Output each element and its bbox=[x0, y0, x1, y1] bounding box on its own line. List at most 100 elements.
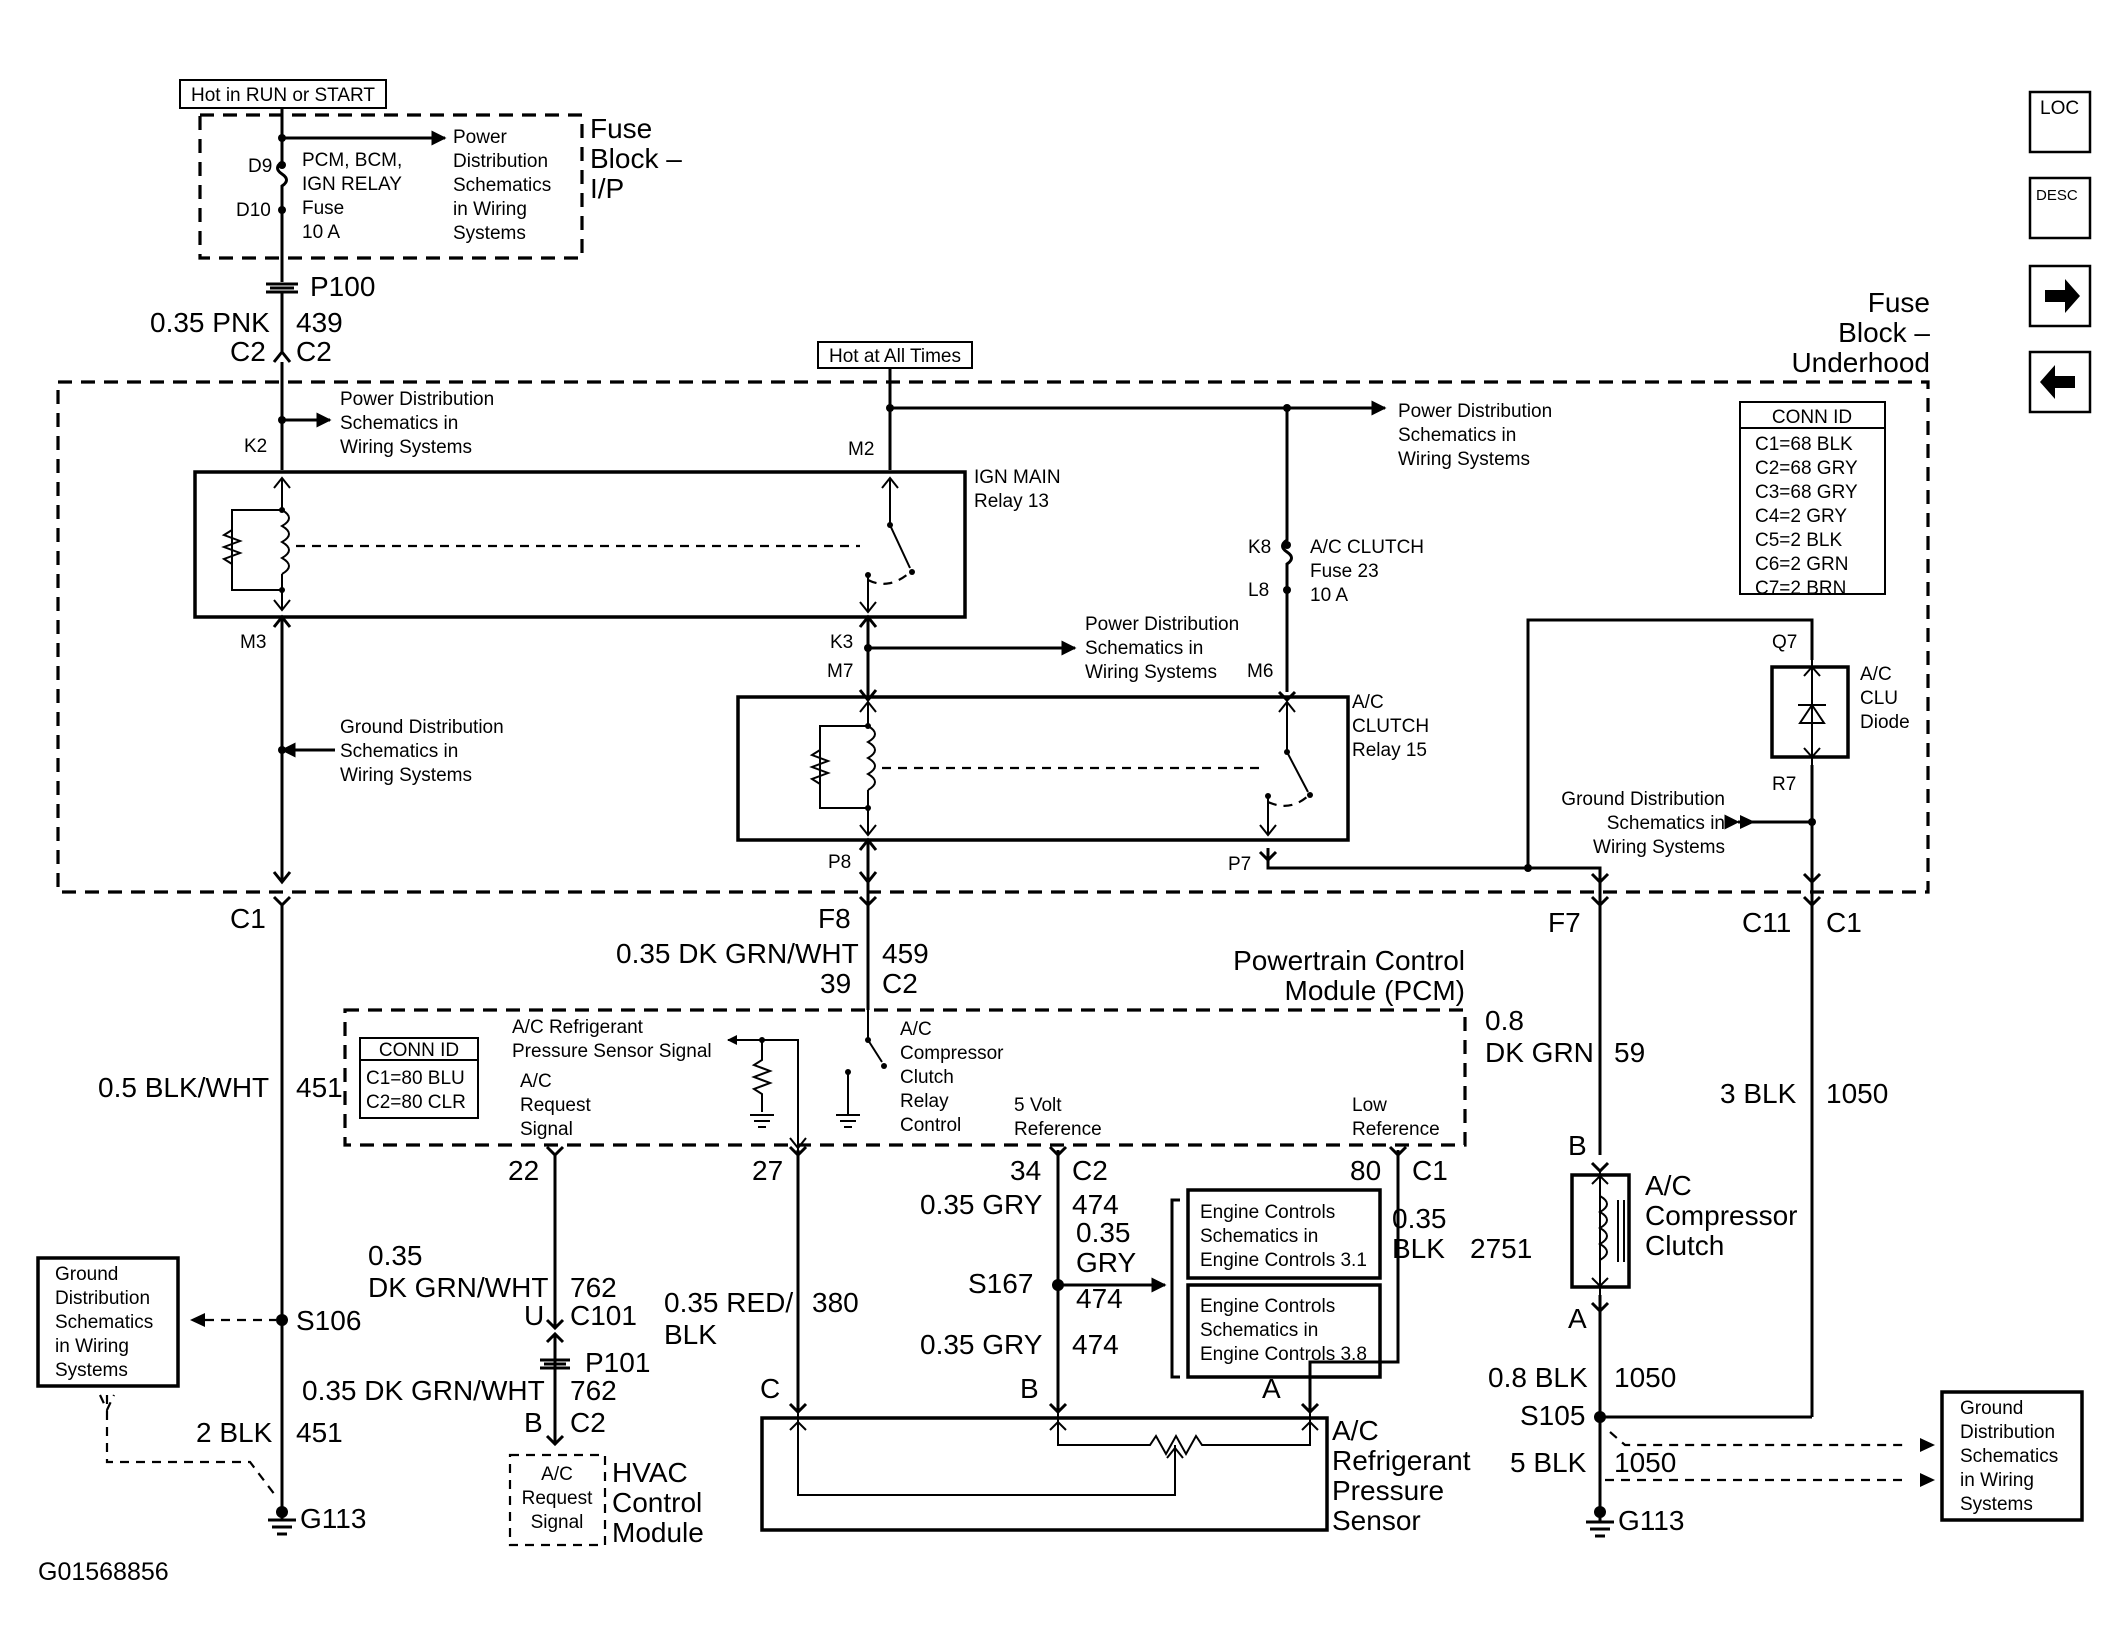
pd-ip-label: Power Distribution Schematics in Wiring … bbox=[453, 127, 551, 244]
svg-text:A/C Refrigerant: A/C Refrigerant bbox=[512, 1017, 644, 1038]
svg-text:Pressure: Pressure bbox=[1332, 1475, 1444, 1506]
pin-q7: Q7 bbox=[1772, 632, 1797, 653]
g113-right: G113 bbox=[1618, 1505, 1684, 1536]
pin-80: 80 bbox=[1350, 1155, 1381, 1186]
wire-1050c-color: 5 BLK bbox=[1510, 1447, 1587, 1478]
pin-m6: M6 bbox=[1247, 661, 1273, 682]
hvac-module-label: HVAC Control Module bbox=[612, 1457, 704, 1548]
svg-text:0.8: 0.8 bbox=[1485, 1005, 1524, 1036]
ign-main-relay bbox=[193, 470, 967, 619]
gd-right-box: Ground Distribution Schematics in Wiring… bbox=[1940, 1390, 2084, 1522]
svg-text:Wiring Systems: Wiring Systems bbox=[1593, 837, 1725, 858]
desc-button[interactable]: DESC bbox=[2028, 176, 2092, 240]
svg-text:0.35: 0.35 bbox=[1076, 1217, 1131, 1248]
svg-text:C3=68 GRY: C3=68 GRY bbox=[1755, 482, 1858, 503]
svg-text:C2=68 GRY: C2=68 GRY bbox=[1755, 458, 1858, 479]
svg-text:A/C: A/C bbox=[541, 1464, 573, 1485]
wire-380-circuit: 380 bbox=[812, 1287, 859, 1318]
svg-text:Reference: Reference bbox=[1014, 1119, 1102, 1140]
pd-k2-label: Power Distribution Schematics in Wiring … bbox=[340, 389, 494, 458]
sensor-label: A/C Refrigerant Pressure Sensor bbox=[1332, 1415, 1471, 1536]
pin-c1-pcm: C1 bbox=[1412, 1155, 1448, 1186]
pd-m2-label: Power Distribution Schematics in Wiring … bbox=[1398, 401, 1552, 470]
svg-text:in Wiring: in Wiring bbox=[1960, 1470, 2034, 1491]
svg-text:Clutch: Clutch bbox=[900, 1067, 954, 1088]
pin-m7: M7 bbox=[827, 661, 853, 682]
ign-relay-switch bbox=[859, 476, 915, 614]
svg-text:Distribution: Distribution bbox=[1960, 1422, 2055, 1443]
pin-l8: L8 bbox=[1248, 580, 1269, 601]
svg-text:Module: Module bbox=[612, 1517, 704, 1548]
svg-text:Wiring Systems: Wiring Systems bbox=[1085, 662, 1217, 683]
ign-main-relay-label: IGN MAIN Relay 13 bbox=[974, 467, 1061, 512]
prev-button[interactable] bbox=[2028, 350, 2092, 414]
wire-451-color: 0.5 BLK/WHT bbox=[98, 1072, 269, 1103]
svg-text:Module (PCM): Module (PCM) bbox=[1285, 975, 1465, 1006]
req-sig-label: A/C Request Signal bbox=[520, 1071, 591, 1140]
wire-1050c-circuit: 1050 bbox=[1614, 1447, 1676, 1478]
c101-label: C101 bbox=[570, 1300, 637, 1331]
svg-text:Relay 13: Relay 13 bbox=[974, 491, 1049, 512]
c2-right: C2 bbox=[296, 336, 332, 367]
svg-text:Wiring Systems: Wiring Systems bbox=[1398, 449, 1530, 470]
svg-text:Control: Control bbox=[900, 1115, 961, 1136]
svg-text:Request: Request bbox=[520, 1095, 591, 1116]
svg-text:Signal: Signal bbox=[520, 1119, 573, 1140]
svg-text:C5=2 BLK: C5=2 BLK bbox=[1755, 530, 1842, 551]
svg-text:C7=2 BRN: C7=2 BRN bbox=[1755, 578, 1846, 599]
pin-p7: P7 bbox=[1228, 854, 1251, 875]
svg-text:DK GRN/WHT: DK GRN/WHT bbox=[368, 1272, 548, 1303]
wire-1050b-circuit: 1050 bbox=[1614, 1362, 1676, 1393]
ec31-box: Engine Controls Schematics in Engine Con… bbox=[1186, 1188, 1382, 1280]
svg-text:Systems: Systems bbox=[55, 1360, 128, 1381]
svg-text:Schematics in: Schematics in bbox=[1200, 1320, 1318, 1341]
svg-text:A/C: A/C bbox=[1352, 692, 1384, 713]
conn-id-pcm: CONN ID C1=80 BLU C2=80 CLR bbox=[359, 1037, 479, 1119]
figure-id: G01568856 bbox=[38, 1558, 169, 1586]
svg-text:BLK: BLK bbox=[1392, 1233, 1445, 1264]
pin-f7: F7 bbox=[1548, 907, 1581, 938]
pin-k8: K8 bbox=[1248, 537, 1271, 558]
svg-text:0.35: 0.35 bbox=[1392, 1203, 1447, 1234]
wire-474c-color: 0.35 GRY bbox=[920, 1329, 1043, 1360]
wire-474b-color: 0.35 GRY bbox=[1076, 1217, 1136, 1278]
wire-474b-circuit: 474 bbox=[1076, 1283, 1123, 1314]
pin-u: U bbox=[524, 1300, 544, 1331]
svg-text:Engine Controls: Engine Controls bbox=[1200, 1296, 1335, 1317]
svg-text:A/C CLUTCH: A/C CLUTCH bbox=[1310, 537, 1424, 558]
connector-p100 bbox=[266, 282, 298, 294]
five-v-label: 5 Volt Reference bbox=[1014, 1095, 1102, 1140]
svg-text:Block –: Block – bbox=[590, 143, 682, 174]
svg-text:LOC: LOC bbox=[2040, 98, 2079, 119]
svg-text:Engine Controls: Engine Controls bbox=[1200, 1202, 1335, 1223]
svg-text:Fuse: Fuse bbox=[302, 198, 344, 219]
next-button[interactable] bbox=[2028, 264, 2092, 328]
arrow-left-icon bbox=[2040, 365, 2075, 399]
svg-text:A/C: A/C bbox=[1332, 1415, 1379, 1446]
svg-text:CLU: CLU bbox=[1860, 688, 1898, 709]
svg-text:Pressure Sensor Signal: Pressure Sensor Signal bbox=[512, 1041, 712, 1062]
svg-text:Sensor: Sensor bbox=[1332, 1505, 1421, 1536]
pin-k2: K2 bbox=[244, 436, 267, 457]
pin-c2-hvac: C2 bbox=[570, 1407, 606, 1438]
pin-b-clutch: B bbox=[1568, 1130, 1587, 1161]
pin-c-sensor: C bbox=[760, 1373, 780, 1404]
svg-text:Signal: Signal bbox=[531, 1512, 584, 1533]
loc-button[interactable]: LOC bbox=[2028, 90, 2092, 154]
svg-text:A/C: A/C bbox=[900, 1019, 932, 1040]
wire-380-color: 0.35 RED/ BLK bbox=[664, 1287, 793, 1350]
s167-label: S167 bbox=[968, 1268, 1033, 1299]
svg-text:Schematics: Schematics bbox=[1960, 1446, 2058, 1467]
svg-text:0.35: 0.35 bbox=[368, 1240, 423, 1271]
hot-run-label: Hot in RUN or START bbox=[191, 85, 375, 106]
svg-text:Wiring Systems: Wiring Systems bbox=[340, 437, 472, 458]
ref-sig-label: A/C Refrigerant Pressure Sensor Signal bbox=[512, 1017, 712, 1062]
wire-451-circuit: 451 bbox=[296, 1072, 343, 1103]
comp-ctrl-label: A/C Compressor Clutch Relay Control bbox=[900, 1019, 1004, 1136]
svg-text:Fuse 23: Fuse 23 bbox=[1310, 561, 1379, 582]
svg-text:GRY: GRY bbox=[1076, 1247, 1136, 1278]
svg-text:Power Distribution: Power Distribution bbox=[340, 389, 494, 410]
diode-label: A/C CLU Diode bbox=[1860, 664, 1910, 733]
fuse-pcm-label: PCM, BCM, IGN RELAY Fuse 10 A bbox=[302, 150, 402, 243]
svg-text:Schematics in: Schematics in bbox=[1398, 425, 1516, 446]
